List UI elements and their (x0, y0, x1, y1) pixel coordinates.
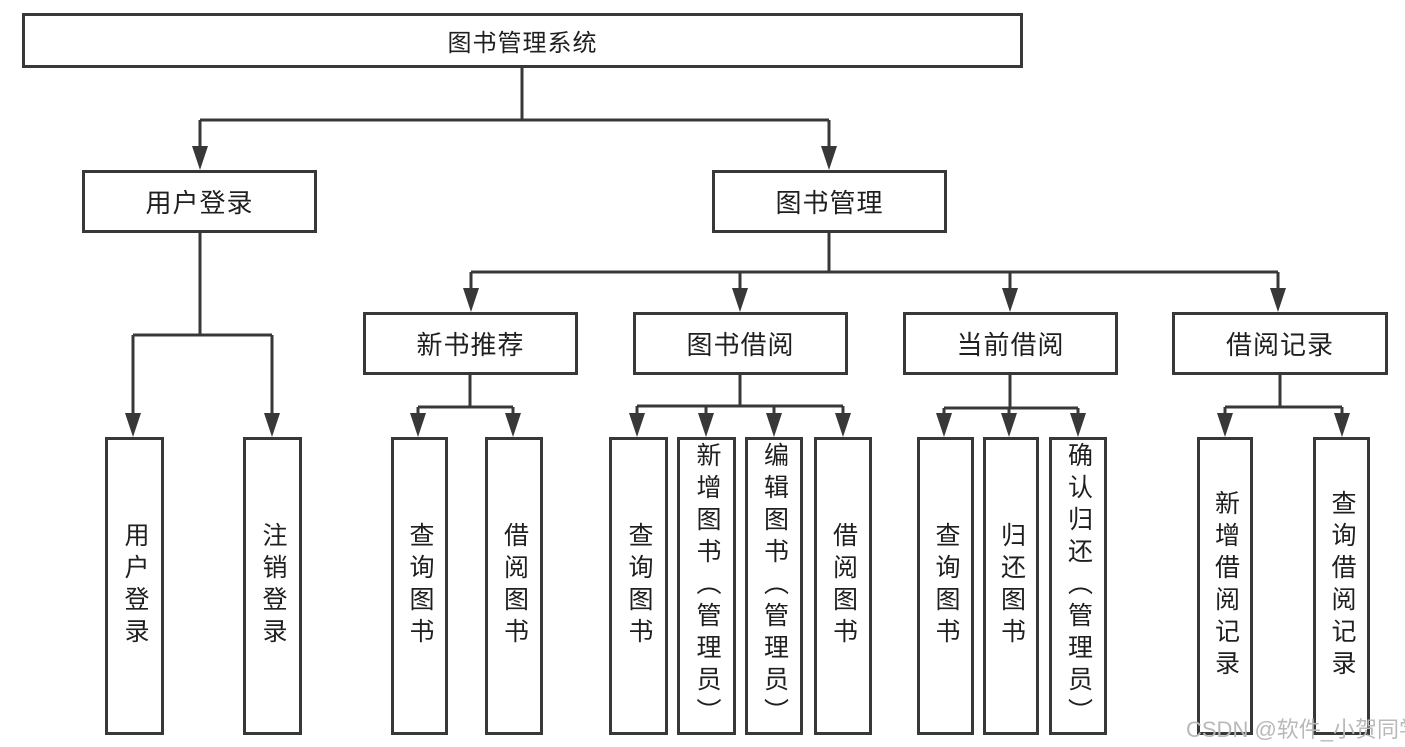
node-new-book-recommend: 新书推荐 (363, 312, 578, 375)
leaf-return-book: 归还图书 (983, 437, 1039, 735)
leaf-user-login: 用户登录 (105, 437, 164, 735)
leaf-confirm-return-admin: 确认归还（管理员） (1049, 437, 1107, 735)
leaf-borrow-book-1: 借阅图书 (485, 437, 543, 735)
leaf-add-book-admin: 新增图书（管理员） (677, 437, 736, 735)
node-book-borrow: 图书借阅 (633, 312, 848, 375)
leaf-borrow-book-2: 借阅图书 (814, 437, 872, 735)
node-borrow-record: 借阅记录 (1172, 312, 1388, 375)
node-library-management-system: 图书管理系统 (22, 13, 1023, 68)
leaf-query-book-1: 查询图书 (391, 437, 448, 735)
leaf-query-book-3: 查询图书 (917, 437, 974, 735)
node-user-login: 用户登录 (82, 170, 317, 233)
node-current-borrow: 当前借阅 (903, 312, 1118, 375)
leaf-logout: 注销登录 (243, 437, 302, 735)
leaf-query-book-2: 查询图书 (609, 437, 668, 735)
leaf-query-borrow-record: 查询借阅记录 (1313, 437, 1370, 735)
leaf-edit-book-admin: 编辑图书（管理员） (745, 437, 803, 735)
csdn-watermark: CSDN @软件_小贺同学 (1186, 717, 1405, 742)
leaf-add-borrow-record: 新增借阅记录 (1197, 437, 1253, 735)
node-book-management: 图书管理 (712, 170, 947, 233)
